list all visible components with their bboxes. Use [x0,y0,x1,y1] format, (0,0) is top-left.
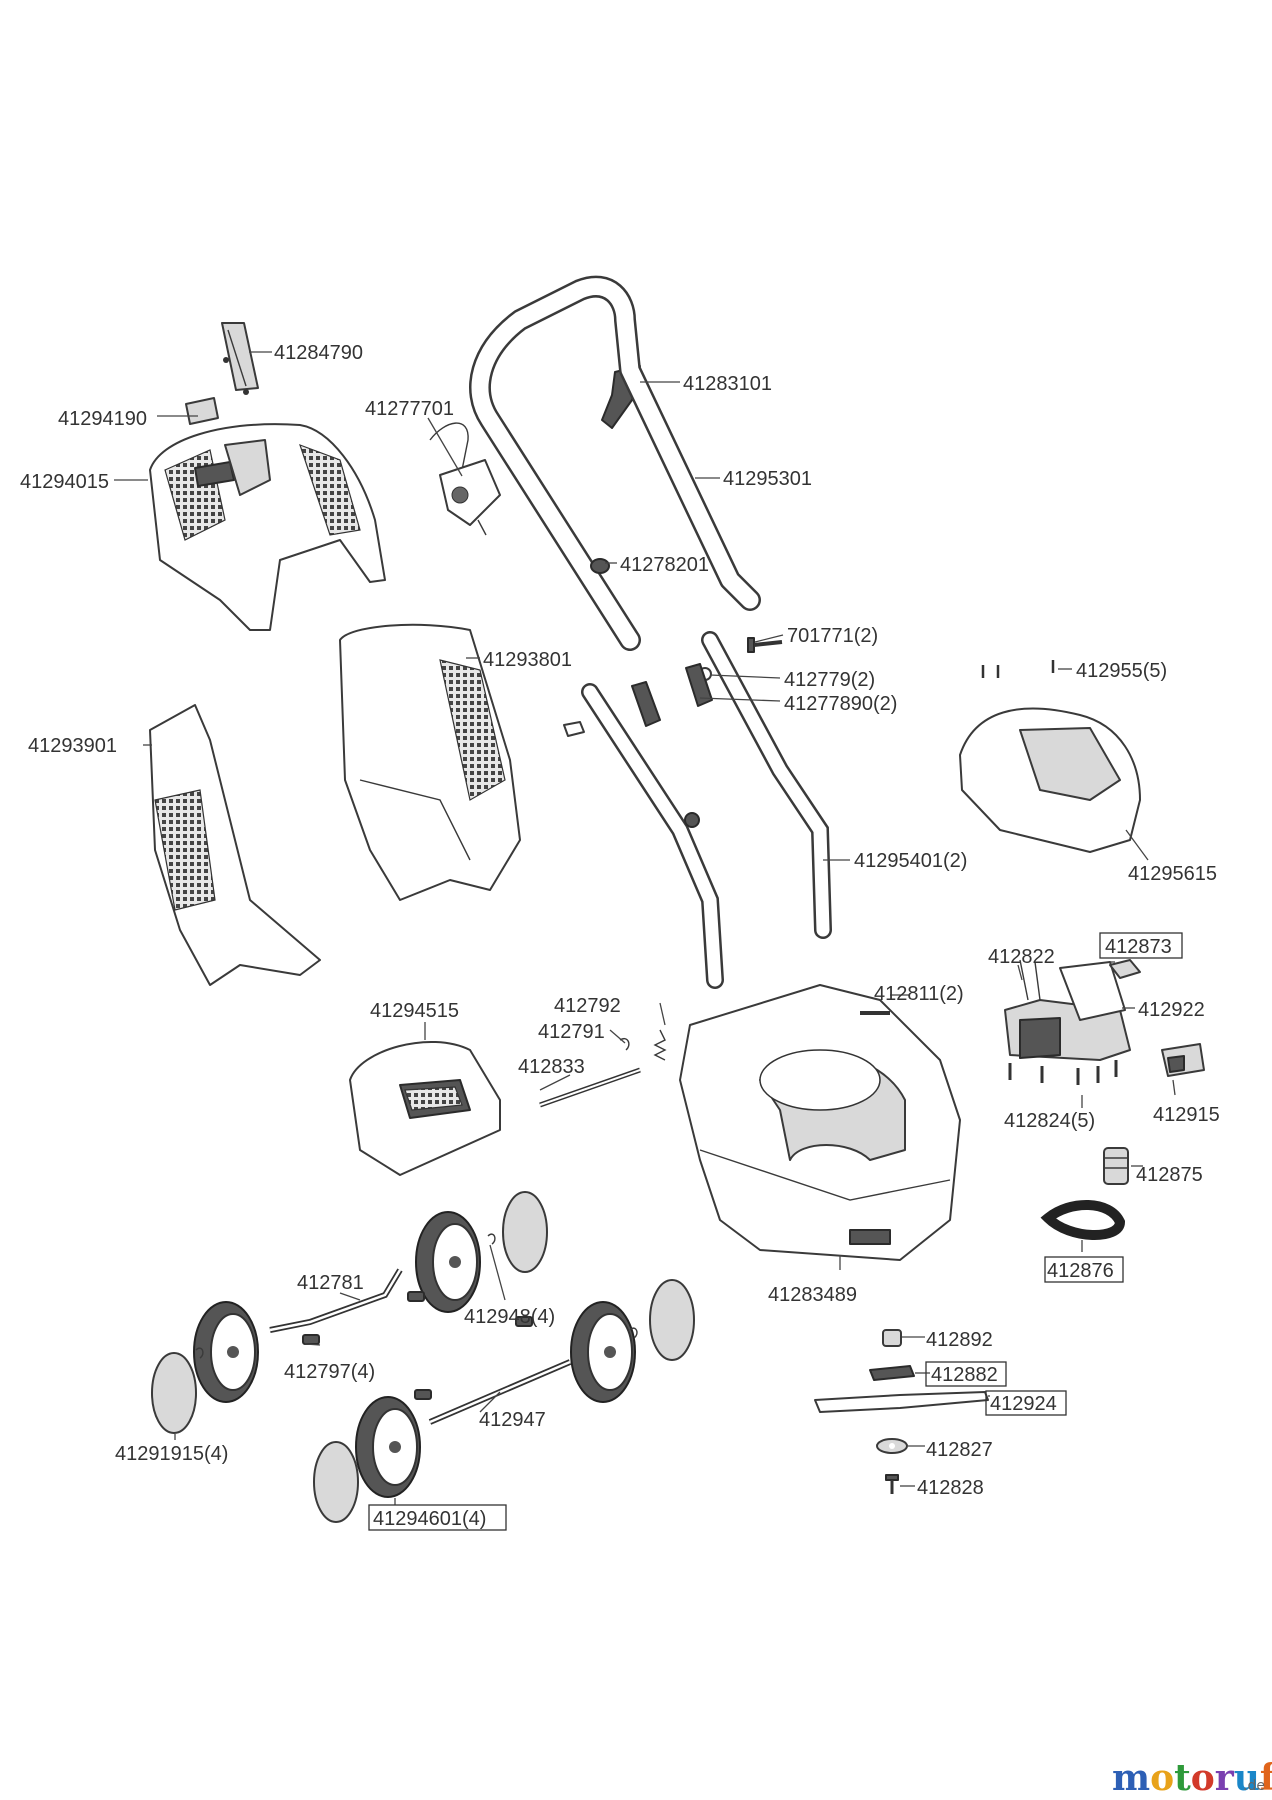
label-41294015: 41294015 [20,471,109,493]
label-412822: 412822 [988,946,1055,968]
part-412876-belt [1040,1200,1126,1240]
label-41278201: 41278201 [620,554,709,576]
part-412791-clip [619,1038,630,1051]
part-412882-adapter [869,1365,915,1381]
part-41294601-wheels [193,1211,636,1498]
label-41294601: 41294601(4) [373,1508,486,1530]
part-41294015-grassbox-lid [149,423,386,631]
label-412811: 412811(2) [874,983,964,1005]
label-41277890: 41277890(2) [784,693,897,715]
label-412922: 412922 [1138,999,1205,1021]
part-41277890-lever [563,663,713,737]
label-412948: 412948(4) [464,1306,555,1328]
part-41294515-cover [349,1041,501,1176]
label-41295615: 41295615 [1128,863,1217,885]
part-412792-spring [653,1029,667,1061]
label-412827: 412827 [926,1439,993,1461]
leader-lines [114,351,1176,1505]
part-412924-blade [814,1391,989,1413]
label-41294601-box [368,1504,507,1531]
label-41291915: 41291915(4) [115,1443,228,1465]
part-41293801-grass-bag-right [339,623,521,901]
part-41291915-hubcaps [151,1191,695,1523]
label-412873: 412873 [1105,936,1172,958]
label-701771: 701771(2) [787,625,878,647]
label-412828: 412828 [917,1477,984,1499]
label-412797: 412797(4) [284,1361,375,1383]
part-412892-spacer [882,1329,902,1347]
label-41293801: 41293801 [483,649,572,671]
part-41294190-plate [185,397,219,425]
label-412876-box [1044,1256,1124,1283]
part-41284790-strip [221,322,259,395]
part-number-labels: 41284790 41294190 41294015 41277701 4128… [20,342,1220,1531]
label-41277701: 41277701 [365,398,454,420]
label-41293901: 41293901 [28,735,117,757]
label-41295301: 41295301 [723,468,812,490]
part-41295301-upper-handle [469,275,761,651]
label-412873-box [1099,932,1183,959]
label-41284790: 41284790 [274,342,363,364]
label-41294190: 41294190 [58,408,147,430]
part-412824-screws [1008,1060,1118,1085]
part-701771-bolt [747,637,783,653]
part-412915-block [1161,1043,1205,1077]
part-41277701-switch-box [429,422,501,536]
part-412948-clips [195,1233,638,1359]
label-412876: 412876 [1047,1260,1114,1282]
label-412947: 412947 [479,1409,546,1431]
part-412781-rear-axle [269,1268,403,1333]
part-41293901-grass-bag-left [149,704,321,986]
brand-name: motoruf [1112,1757,1272,1799]
label-412915: 412915 [1153,1104,1220,1126]
label-412781: 412781 [297,1272,364,1294]
label-41283101: 41283101 [683,373,772,395]
part-412875-pinion [1103,1147,1129,1185]
label-412892: 412892 [926,1329,993,1351]
motoruf-logo[interactable]: motoruf .de [1112,1757,1272,1799]
label-412791: 412791 [538,1021,605,1043]
label-41294515: 41294515 [370,1000,459,1022]
part-41295615-motor-cover [959,707,1141,853]
brand-tld: .de [1243,1778,1265,1794]
label-412833: 412833 [518,1056,585,1078]
part-41278201-knob [590,558,610,574]
label-412924-box [985,1390,1067,1416]
label-412792: 412792 [554,995,621,1017]
part-41283489-deck [679,984,961,1261]
label-412955: 412955(5) [1076,660,1167,682]
part-412827-washer [876,1438,908,1454]
part-412833-rod [539,1067,641,1108]
label-41295401: 41295401(2) [854,850,967,872]
label-41283489: 41283489 [768,1284,857,1306]
part-412922-motor [1004,959,1141,1061]
label-412882: 412882 [931,1364,998,1386]
part-412828-bolt [885,1474,899,1494]
label-412882-box [925,1361,1007,1387]
part-412797-springs [302,1291,533,1400]
part-41295401-lower-handles [581,631,832,989]
label-412779: 412779(2) [784,669,875,691]
label-412875: 412875 [1136,1164,1203,1186]
label-412824: 412824(5) [1004,1110,1095,1132]
label-412924: 412924 [990,1393,1057,1415]
